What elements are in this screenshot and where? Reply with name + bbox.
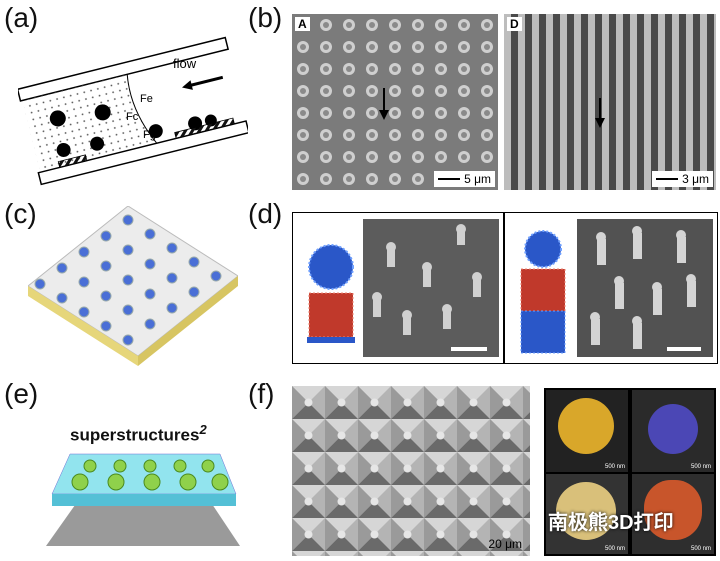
scale-line-icon (656, 178, 679, 180)
panel-label-a: (a) (4, 2, 39, 33)
sem-image-f-main: 20 μm (292, 386, 530, 556)
particle-purple: 500 nm (632, 390, 714, 472)
panel-f-sem-grid: 500 nm 500 nm 500 nm 500 nm (544, 388, 716, 556)
force-fc-label: Fc (126, 111, 139, 123)
particle-gold: 500 nm (546, 390, 628, 472)
pillar-array (372, 224, 487, 351)
scale-text: 5 μm (464, 172, 491, 186)
sphere-two-cube-model (520, 230, 566, 354)
panel-d-right-frame (504, 212, 718, 364)
panel-label-c: (c) (4, 198, 37, 229)
pyramid-pit-array (292, 386, 530, 556)
panel-label-b: (b) (248, 2, 283, 33)
superstructures-text: superstructures (70, 425, 200, 445)
superscript: 2 (199, 422, 207, 437)
panel-label-e: (e) (4, 378, 39, 409)
stripe-array (504, 14, 716, 190)
scale-bar-b-left: 5 μm (434, 171, 495, 187)
image-tag-D: D (507, 17, 522, 31)
superstructures-title: superstructures2 (70, 422, 207, 446)
scale-text: 3 μm (682, 172, 709, 186)
panel-d-left-frame (292, 212, 504, 364)
panel-label-f: (f) (248, 378, 275, 409)
scale-text: 20 μm (488, 537, 522, 551)
sub-scale-2: 500 nm (690, 464, 711, 470)
scale-line-icon (438, 178, 461, 180)
particle-cream: 500 nm (546, 474, 628, 554)
panel-a-diagram: flow Fe Fc Fg (18, 36, 248, 186)
scale-bar-b-right: 3 μm (652, 171, 713, 187)
pillar-array (590, 226, 701, 351)
sem-image-d-right (577, 219, 713, 357)
orange-sphere-icon (644, 480, 702, 540)
star-array (292, 14, 498, 190)
flow-label: flow (173, 56, 197, 71)
cream-sphere-icon (556, 482, 616, 540)
panel-c-template (28, 206, 238, 366)
panel-label-d: (d) (248, 198, 283, 229)
sphere-cube-model (307, 244, 355, 343)
sub-scale-4: 500 nm (690, 546, 711, 552)
sub-scale-1: 500 nm (604, 464, 625, 470)
gold-sphere-icon (558, 398, 614, 454)
sem-image-b-right: D 3 μm (504, 14, 716, 190)
sem-image-b-left: A 5 μm (292, 14, 498, 190)
watermark-text: 南极熊3D打印 (548, 512, 674, 534)
force-fg-label: Fg (143, 129, 156, 141)
sem-image-d-left (363, 219, 499, 357)
scale-bar-f: 20 μm (484, 536, 526, 552)
panel-e-illustration (46, 453, 240, 546)
particle-orange: 500 nm (632, 474, 714, 554)
force-fe-label: Fe (140, 93, 153, 105)
purple-sphere-icon (648, 404, 698, 454)
image-tag-A: A (295, 17, 310, 31)
sub-scale-3: 500 nm (604, 546, 625, 552)
